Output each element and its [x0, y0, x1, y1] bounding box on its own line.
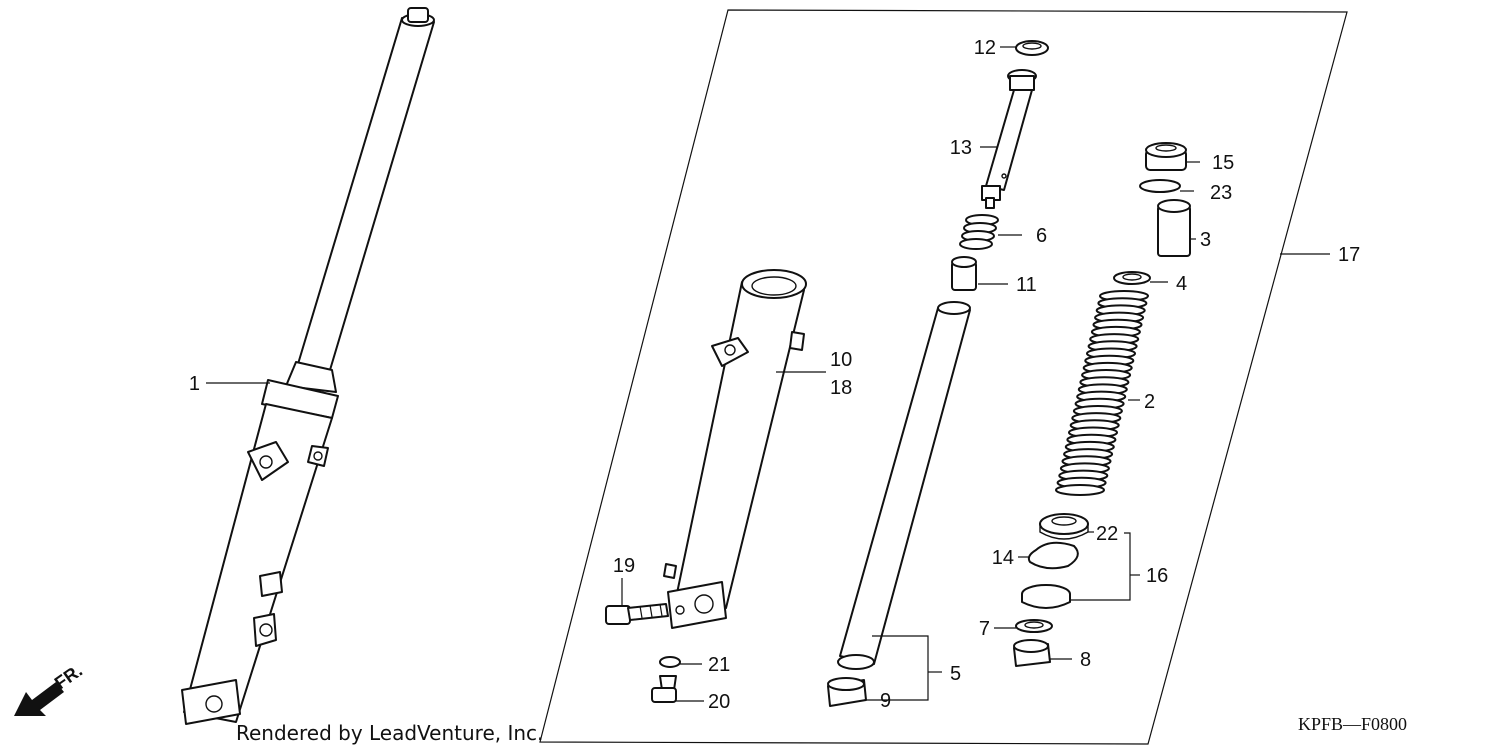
callout-21: 21 — [708, 654, 730, 676]
callout-20: 20 — [708, 691, 730, 713]
credit-text: Rendered by LeadVenture, Inc. — [236, 721, 543, 745]
callout-23: 23 — [1210, 182, 1232, 204]
callout-16: 16 — [1146, 565, 1168, 587]
callout-1: 1 — [189, 373, 200, 395]
part-16-backup-ring — [1021, 584, 1071, 609]
callout-6: 6 — [1036, 225, 1047, 247]
part-9-oil-lock — [827, 677, 867, 707]
callout-9: 9 — [880, 690, 891, 712]
part-19-bolt — [605, 603, 685, 625]
part-13-damper-rod — [981, 69, 1037, 209]
callout-18: 18 — [830, 377, 852, 399]
callout-4: 4 — [1176, 273, 1187, 295]
part-20-bolt — [651, 675, 677, 703]
callout-14: 14 — [992, 547, 1014, 569]
callout-22: 22 — [1096, 523, 1118, 545]
part-15-cap-bolt — [1145, 142, 1187, 171]
assembly-frame — [539, 9, 1348, 745]
part-2-fork-spring — [1055, 290, 1149, 496]
callout-15: 15 — [1212, 152, 1234, 174]
callout-19: 19 — [613, 555, 635, 577]
front-direction-arrow-icon — [14, 682, 64, 716]
callout-10: 10 — [830, 349, 852, 371]
callout-12: 12 — [974, 37, 996, 59]
callout-11: 11 — [1016, 274, 1037, 296]
part-6-spring — [959, 214, 999, 250]
callout-7: 7 — [979, 618, 990, 640]
part-21-washer — [659, 656, 681, 668]
callout-3: 3 — [1200, 229, 1211, 251]
part-22-oil-seal — [1039, 513, 1089, 540]
part-4-spring-seat — [1113, 271, 1151, 285]
callout-5: 5 — [950, 663, 961, 685]
callout-13: 13 — [950, 137, 972, 159]
part-1-fork-assembly — [181, 7, 435, 725]
leader-lines — [206, 46, 1330, 702]
part-12-ring — [1015, 40, 1049, 56]
callout-2: 2 — [1144, 391, 1155, 413]
callout-17: 17 — [1338, 244, 1360, 266]
part-14-stopper-ring — [1027, 541, 1079, 570]
callout-8: 8 — [1080, 649, 1091, 671]
part-23-o-ring — [1139, 179, 1181, 193]
part-5-fork-pipe — [837, 301, 971, 670]
diagram-code: KPFB—F0800 — [1298, 714, 1407, 734]
spring-coil — [1055, 484, 1105, 496]
part-7-washer — [1015, 619, 1053, 633]
part-3-spacer — [1157, 199, 1191, 257]
part-8-bushing — [1013, 639, 1051, 667]
part-11-bushing — [951, 256, 977, 291]
part-10-fork-slider — [663, 269, 807, 629]
